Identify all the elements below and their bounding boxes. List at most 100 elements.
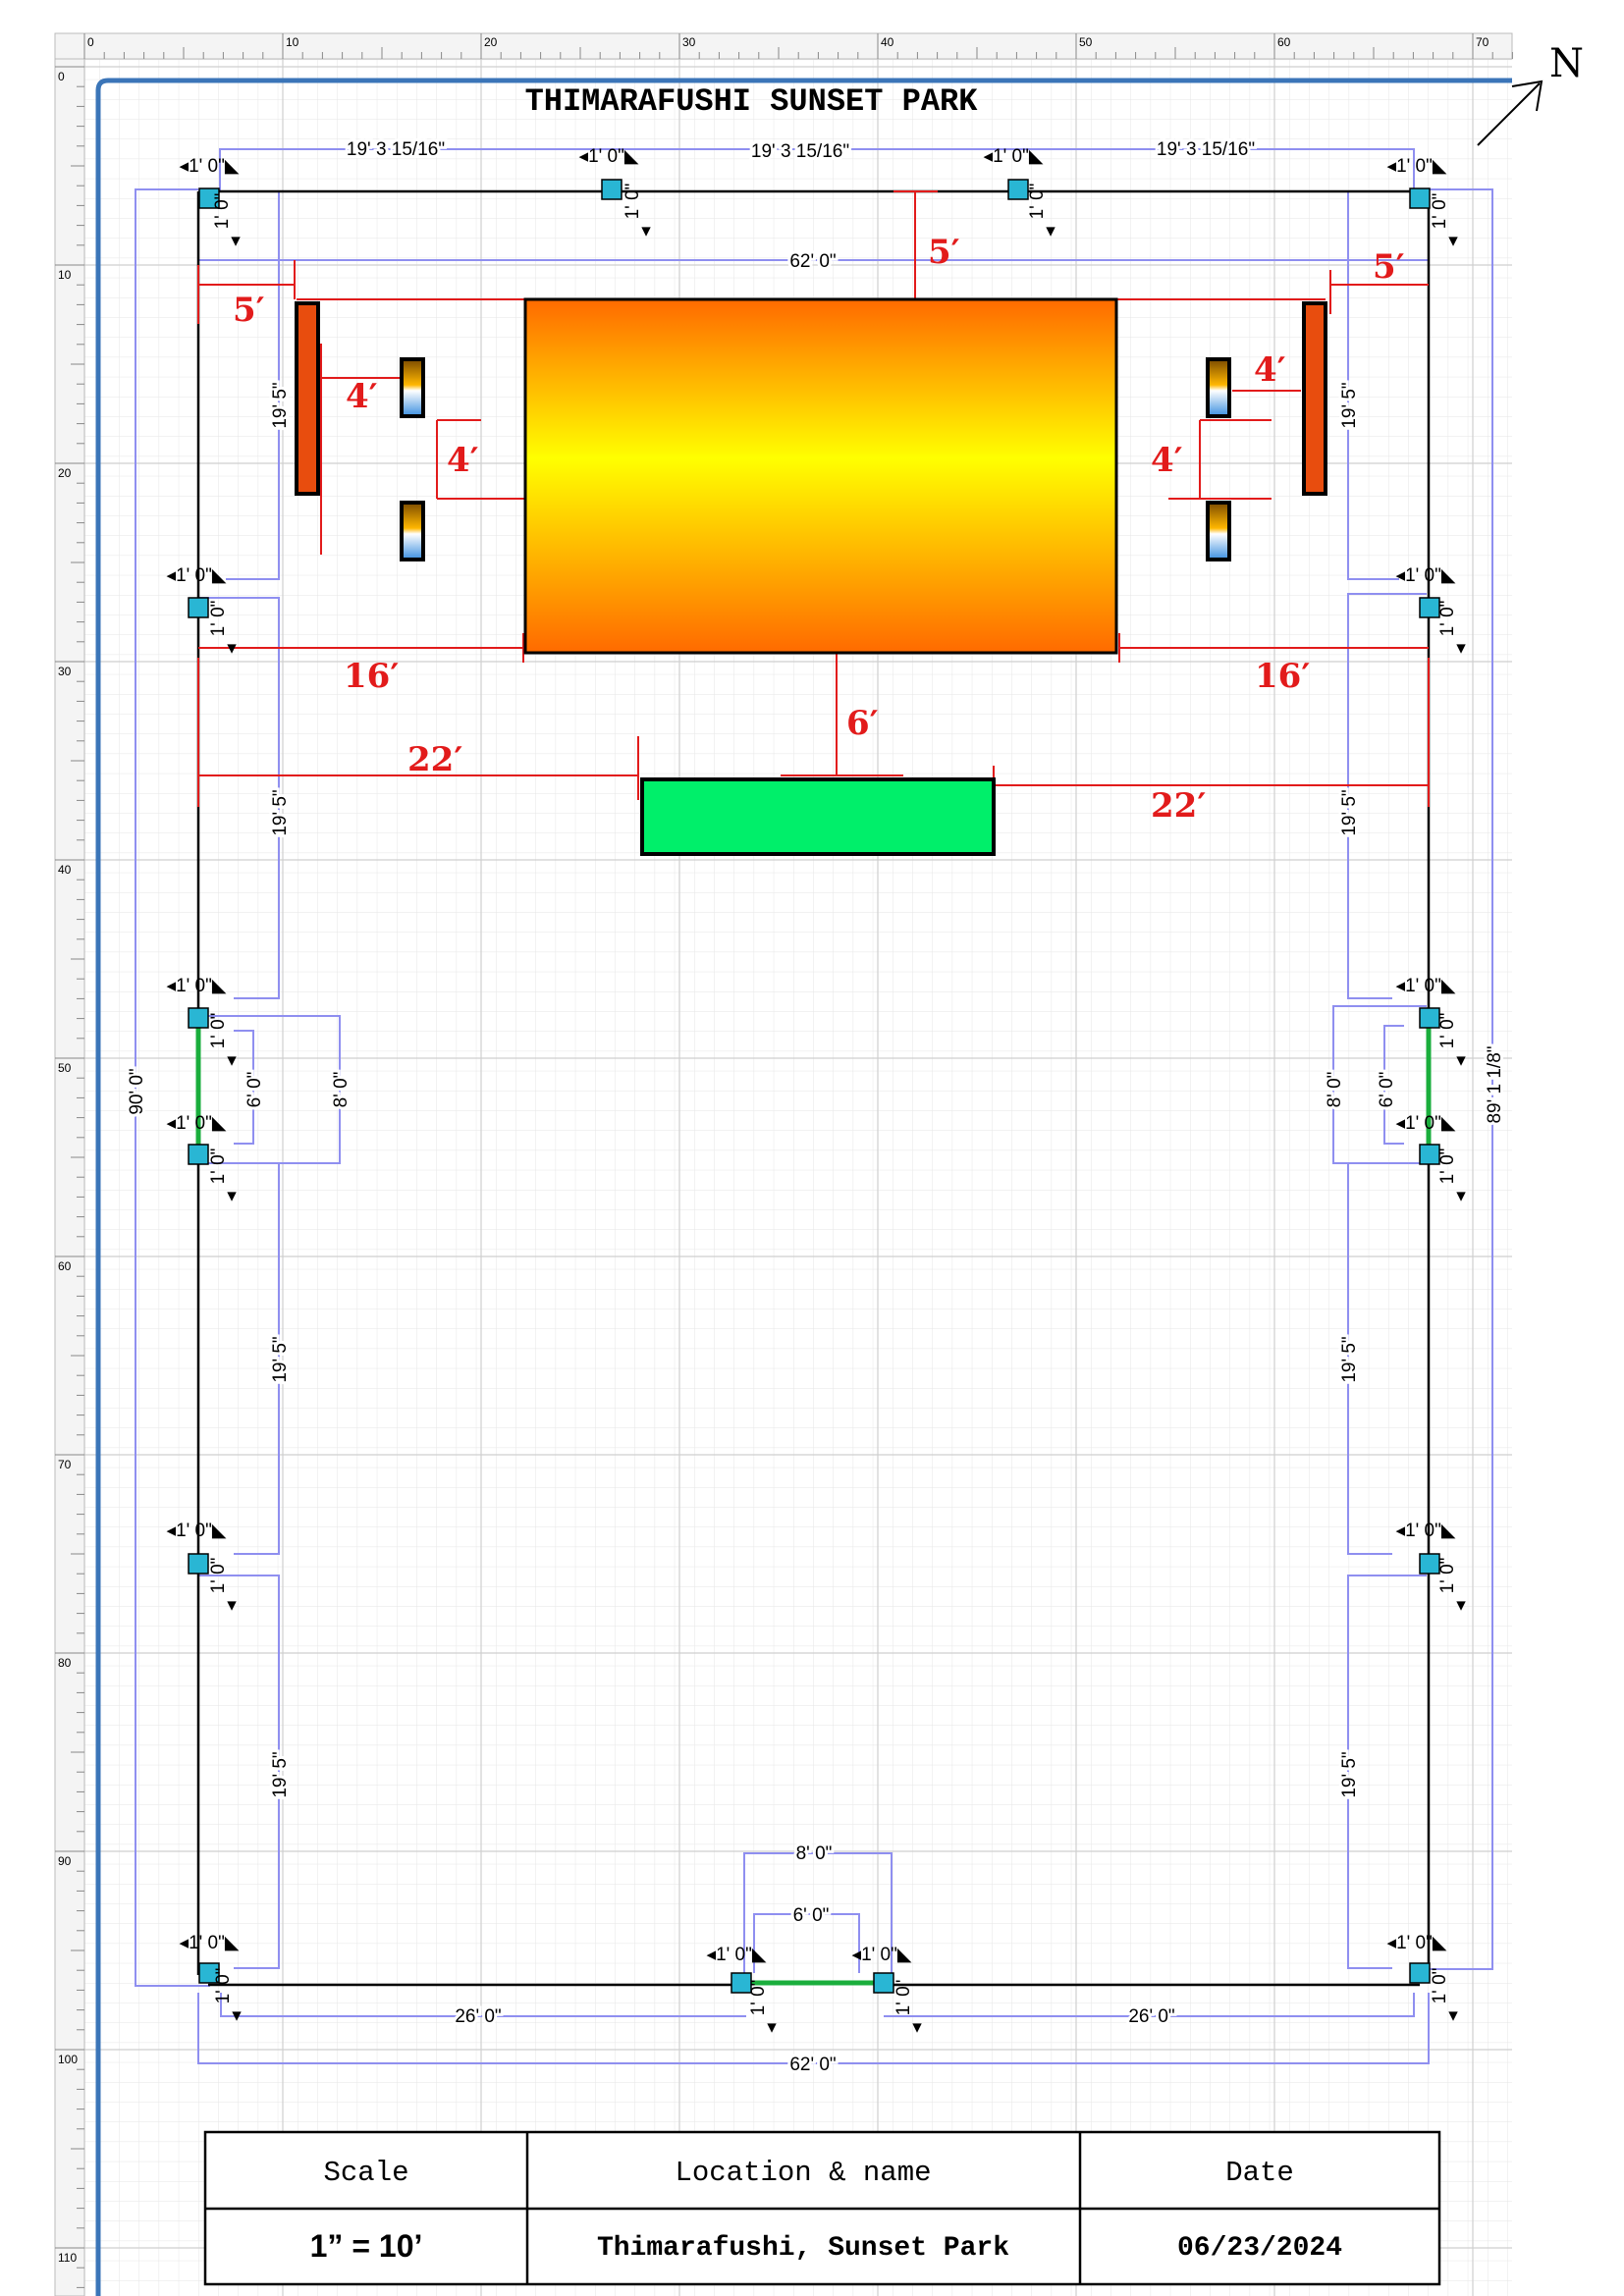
post-size-arrow: ▾ — [1448, 231, 1458, 251]
posts — [188, 179, 1440, 1994]
post-size-label: 1' 0" — [208, 1013, 229, 1049]
left-ruler-label: 100 — [58, 2053, 78, 2066]
post — [188, 1007, 209, 1029]
right-segment-label: 19' 5" — [1339, 1336, 1360, 1382]
post — [188, 1144, 209, 1165]
post — [1419, 597, 1440, 618]
post-size-label: 1' 0" — [893, 1980, 914, 2016]
post — [198, 187, 220, 209]
left-light-top — [400, 357, 425, 418]
right-segment-label: 19' 5" — [1339, 1751, 1360, 1797]
post-size-label: 1' 0" — [1437, 1148, 1458, 1185]
title-block: Scale Location & name Date 1” = 10’ Thim… — [203, 2130, 1441, 2286]
left-ruler-label: 110 — [58, 2251, 77, 2265]
left-ruler-label: 20 — [58, 466, 72, 480]
left-ruler-label: 80 — [58, 1656, 72, 1670]
dimension-labels: 19' 3 15/16" 19' 3 15/16" 19' 3 15/16" 6… — [124, 136, 1508, 2078]
post-size-arrow: ▾ — [641, 221, 651, 241]
post-size-label: 1' 0" — [208, 1148, 229, 1185]
post-size-arrow: ▾ — [767, 2017, 777, 2038]
post-size-label: 1' 0" — [748, 1980, 769, 2016]
post — [1007, 179, 1029, 200]
top-ruler-label: 20 — [484, 35, 498, 49]
top-ruler-label: 70 — [1476, 35, 1489, 49]
left-total-label: 90' 0" — [127, 1068, 147, 1114]
top-ruler-label: 30 — [682, 35, 696, 49]
page-frame — [95, 78, 1512, 2296]
title-block-header-date: Date — [1225, 2157, 1294, 2189]
post-size-label: ◂1' 0"◣ — [167, 1521, 227, 1541]
post — [188, 597, 209, 618]
top-ruler-label: 0 — [87, 35, 94, 49]
right-speaker — [1302, 301, 1327, 496]
west-gate-outer-label: 8' 0" — [331, 1072, 352, 1108]
annotation-left-light-gap: 4′ — [346, 377, 378, 416]
post — [873, 1972, 894, 1994]
top-segment-label: 19' 3 15/16" — [1157, 139, 1255, 160]
post-size-label: 1' 0" — [213, 1968, 234, 2004]
dimension-lines — [135, 148, 1493, 2064]
post-size-arrow: ▾ — [232, 2005, 242, 2026]
east-gate-outer-label: 8' 0" — [1325, 1072, 1345, 1108]
left-ruler-label: 70 — [58, 1458, 72, 1471]
top-segment-label: 19' 3 15/16" — [751, 141, 849, 162]
top-ruler-label: 10 — [286, 35, 299, 49]
bottom-segment-label: 26' 0" — [455, 2006, 501, 2027]
post — [1409, 1962, 1431, 1984]
top-ruler-label: 40 — [881, 35, 894, 49]
annotation-left-bench-gap: 22′ — [407, 740, 462, 779]
gates — [195, 1021, 1432, 1986]
red-guides — [197, 190, 1430, 815]
post — [1419, 1553, 1440, 1575]
post-size-arrow: ▾ — [227, 638, 237, 659]
post-size-label: ◂1' 0"◣ — [167, 976, 227, 996]
title-block-scale-value: 1” = 10’ — [310, 2228, 423, 2264]
left-ruler-label: 60 — [58, 1259, 72, 1273]
top-ruler — [54, 32, 1513, 60]
post-size-label: 1' 0" — [1437, 1558, 1458, 1594]
left-segment-label: 19' 5" — [270, 1751, 291, 1797]
right-segment-label: 19' 5" — [1339, 789, 1360, 835]
left-ruler-label: 30 — [58, 665, 72, 678]
post-size-arrow: ▾ — [1456, 638, 1466, 659]
left-segment-label: 19' 5" — [270, 1336, 291, 1382]
title-block-header-scale: Scale — [323, 2157, 408, 2189]
post-size-arrow: ▾ — [912, 2017, 922, 2038]
north-label: N — [1549, 41, 1584, 86]
post-size-arrow: ▾ — [1456, 1186, 1466, 1206]
bottom-segment-label: 26' 0" — [1128, 2006, 1174, 2027]
post-size-label: ◂1' 0"◣ — [707, 1945, 767, 1965]
top-segment-label: 19' 3 15/16" — [347, 139, 445, 160]
title-block-date-value: 06/23/2024 — [1177, 2233, 1342, 2264]
post-size-label: ◂1' 0"◣ — [1396, 565, 1456, 586]
post — [601, 179, 623, 200]
left-ruler-label: 40 — [58, 863, 72, 877]
post — [731, 1972, 752, 1994]
post-size-arrow: ▾ — [227, 1186, 237, 1206]
post-size-label: ◂1' 0"◣ — [180, 1933, 240, 1953]
east-gate-inner-label: 6' 0" — [1377, 1072, 1397, 1108]
post-size-label: ◂1' 0"◣ — [579, 146, 639, 167]
post-size-label: ◂1' 0"◣ — [1387, 156, 1447, 177]
annotation-top-gap: 5′ — [928, 233, 960, 272]
right-segment-label: 19' 5" — [1339, 382, 1360, 428]
post-size-arrow: ▾ — [1456, 1050, 1466, 1071]
post-size-label: ◂1' 0"◣ — [1396, 976, 1456, 996]
title-block-location-value: Thimarafushi, Sunset Park — [597, 2233, 1009, 2264]
annotation-stage-bench-gap: 6′ — [846, 704, 879, 743]
post-size-label: ◂1' 0"◣ — [1396, 1521, 1456, 1541]
title-block-header-location: Location & name — [675, 2157, 931, 2189]
post-size-label: 1' 0" — [623, 184, 643, 220]
post-size-label: 1' 0" — [208, 601, 229, 637]
right-total-label: 89' 1 1/8" — [1485, 1045, 1505, 1123]
annotation-left-offset: 5′ — [233, 291, 265, 330]
left-segment-label: 19' 5" — [270, 789, 291, 835]
annotation-right-stage-gap: 16′ — [1255, 657, 1310, 696]
post — [198, 1962, 220, 1984]
post-size-arrow: ▾ — [227, 1050, 237, 1071]
post-size-arrow: ▾ — [231, 231, 241, 251]
bottom-total-label: 62' 0" — [789, 2055, 836, 2075]
post-size-label: 1' 0" — [1430, 1968, 1450, 2004]
post-size-label: 1' 0" — [208, 1558, 229, 1594]
